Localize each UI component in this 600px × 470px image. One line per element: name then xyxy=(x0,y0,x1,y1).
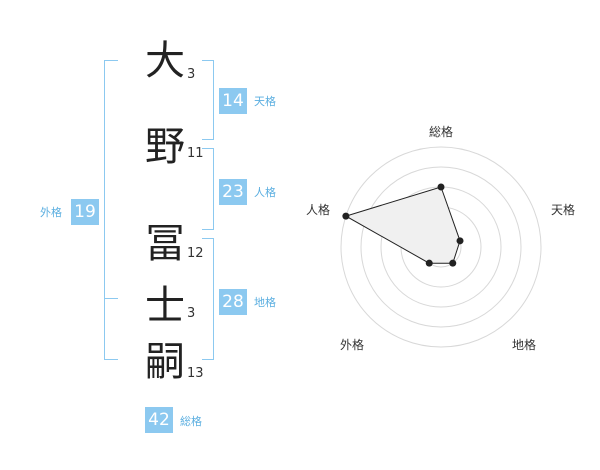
stroke-count-5: 13 xyxy=(187,366,204,381)
radar-axis-label-chikaku: 地格 xyxy=(511,338,536,352)
radar-axis-label-soukaku: 総格 xyxy=(428,125,453,139)
radar-value-polygon xyxy=(344,186,461,264)
soukaku-value: 42 xyxy=(145,407,173,433)
gaikaku-value: 19 xyxy=(71,199,99,225)
radar-axis-label-gaikaku: 外格 xyxy=(339,338,364,352)
stroke-count-4: 3 xyxy=(187,306,196,321)
stroke-count-3: 12 xyxy=(187,246,204,261)
stroke-count-1: 3 xyxy=(187,67,196,82)
name-char-4: 士 xyxy=(145,283,185,329)
gaikaku-bracket xyxy=(104,60,118,360)
radar-point-4 xyxy=(425,259,433,267)
radar-point-5 xyxy=(342,212,350,220)
tenkaku-value: 14 xyxy=(219,88,247,114)
radar-grid-ring-5 xyxy=(340,146,542,348)
bracket-divider xyxy=(104,298,118,299)
gaikaku-label: 外格 xyxy=(40,206,62,219)
name-char-1: 大 xyxy=(145,38,185,84)
chikaku-bracket xyxy=(202,238,214,360)
jinkaku-bracket xyxy=(202,148,214,230)
radar-point-3 xyxy=(449,259,457,267)
stroke-count-2: 11 xyxy=(187,146,204,161)
radar-axis-label-tenkaku: 天格 xyxy=(550,203,575,217)
radar-grid-ring-4 xyxy=(360,166,522,328)
jinkaku-label: 人格 xyxy=(254,186,276,199)
tenkaku-label: 天格 xyxy=(254,95,276,108)
tenkaku-bracket xyxy=(202,60,214,140)
name-char-3: 冨 xyxy=(145,221,185,267)
name-char-2: 野 xyxy=(145,124,185,170)
chikaku-value: 28 xyxy=(219,289,247,315)
jinkaku-value: 23 xyxy=(219,179,247,205)
radar-point-2 xyxy=(456,237,464,245)
chikaku-label: 地格 xyxy=(254,296,276,309)
radar-point-1 xyxy=(437,183,445,191)
radar-axis-label-jinkaku: 人格 xyxy=(305,203,330,217)
soukaku-label: 総格 xyxy=(180,415,202,428)
name-char-5: 嗣 xyxy=(145,339,185,385)
